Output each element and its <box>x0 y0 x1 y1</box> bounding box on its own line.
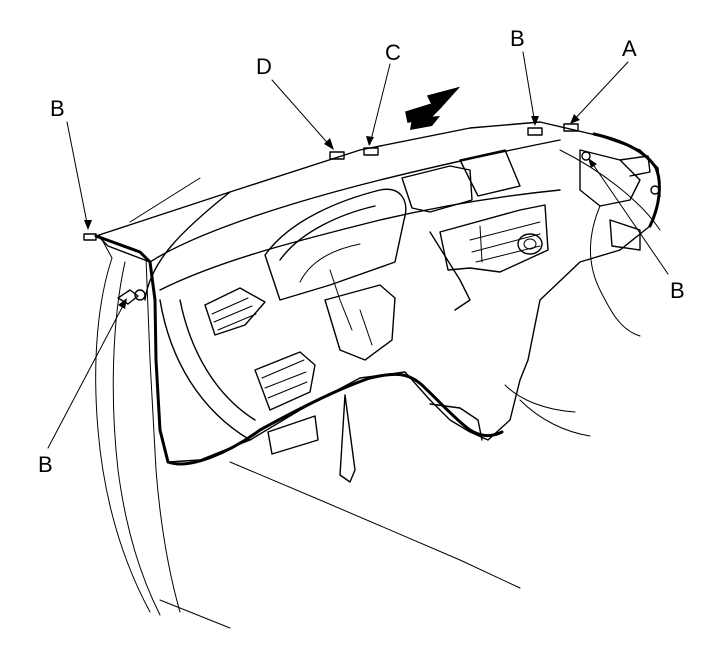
fastener-c <box>363 147 379 156</box>
gauge-cluster-hood <box>264 188 407 331</box>
callout-d: D <box>256 54 272 79</box>
fastener-d <box>329 151 345 160</box>
leader-b-top-right <box>522 51 536 125</box>
fastener-a <box>563 123 579 132</box>
leader-d <box>271 79 333 149</box>
callout-b-right: B <box>670 278 685 303</box>
fastener-b-left-top <box>83 233 97 241</box>
callout-b-top-right: B <box>510 26 525 51</box>
callout-b-left-top: B <box>50 96 65 121</box>
leader-a <box>571 61 629 123</box>
body-outline <box>95 149 661 629</box>
lower-center-panel <box>229 284 591 589</box>
instrument-panel <box>94 121 661 466</box>
right-dash-end <box>579 149 660 337</box>
leader-b-right <box>589 159 669 275</box>
leader-b-left-top <box>66 121 89 229</box>
callout-a: A <box>622 36 637 61</box>
removal-direction-arrow <box>405 86 461 130</box>
left-air-vent <box>204 287 266 336</box>
callout-c: C <box>385 40 401 65</box>
fastener-b-left-bottom <box>134 289 146 301</box>
center-stack <box>401 149 549 311</box>
fastener-b-top-right <box>527 127 543 136</box>
callout-b-left-bottom: B <box>38 452 53 477</box>
fastener-markers <box>83 123 579 305</box>
callout-labels: B D C B A B B <box>38 26 685 477</box>
leader-lines <box>47 51 669 449</box>
leader-c <box>369 63 391 145</box>
leader-b-left-bottom <box>47 299 127 449</box>
